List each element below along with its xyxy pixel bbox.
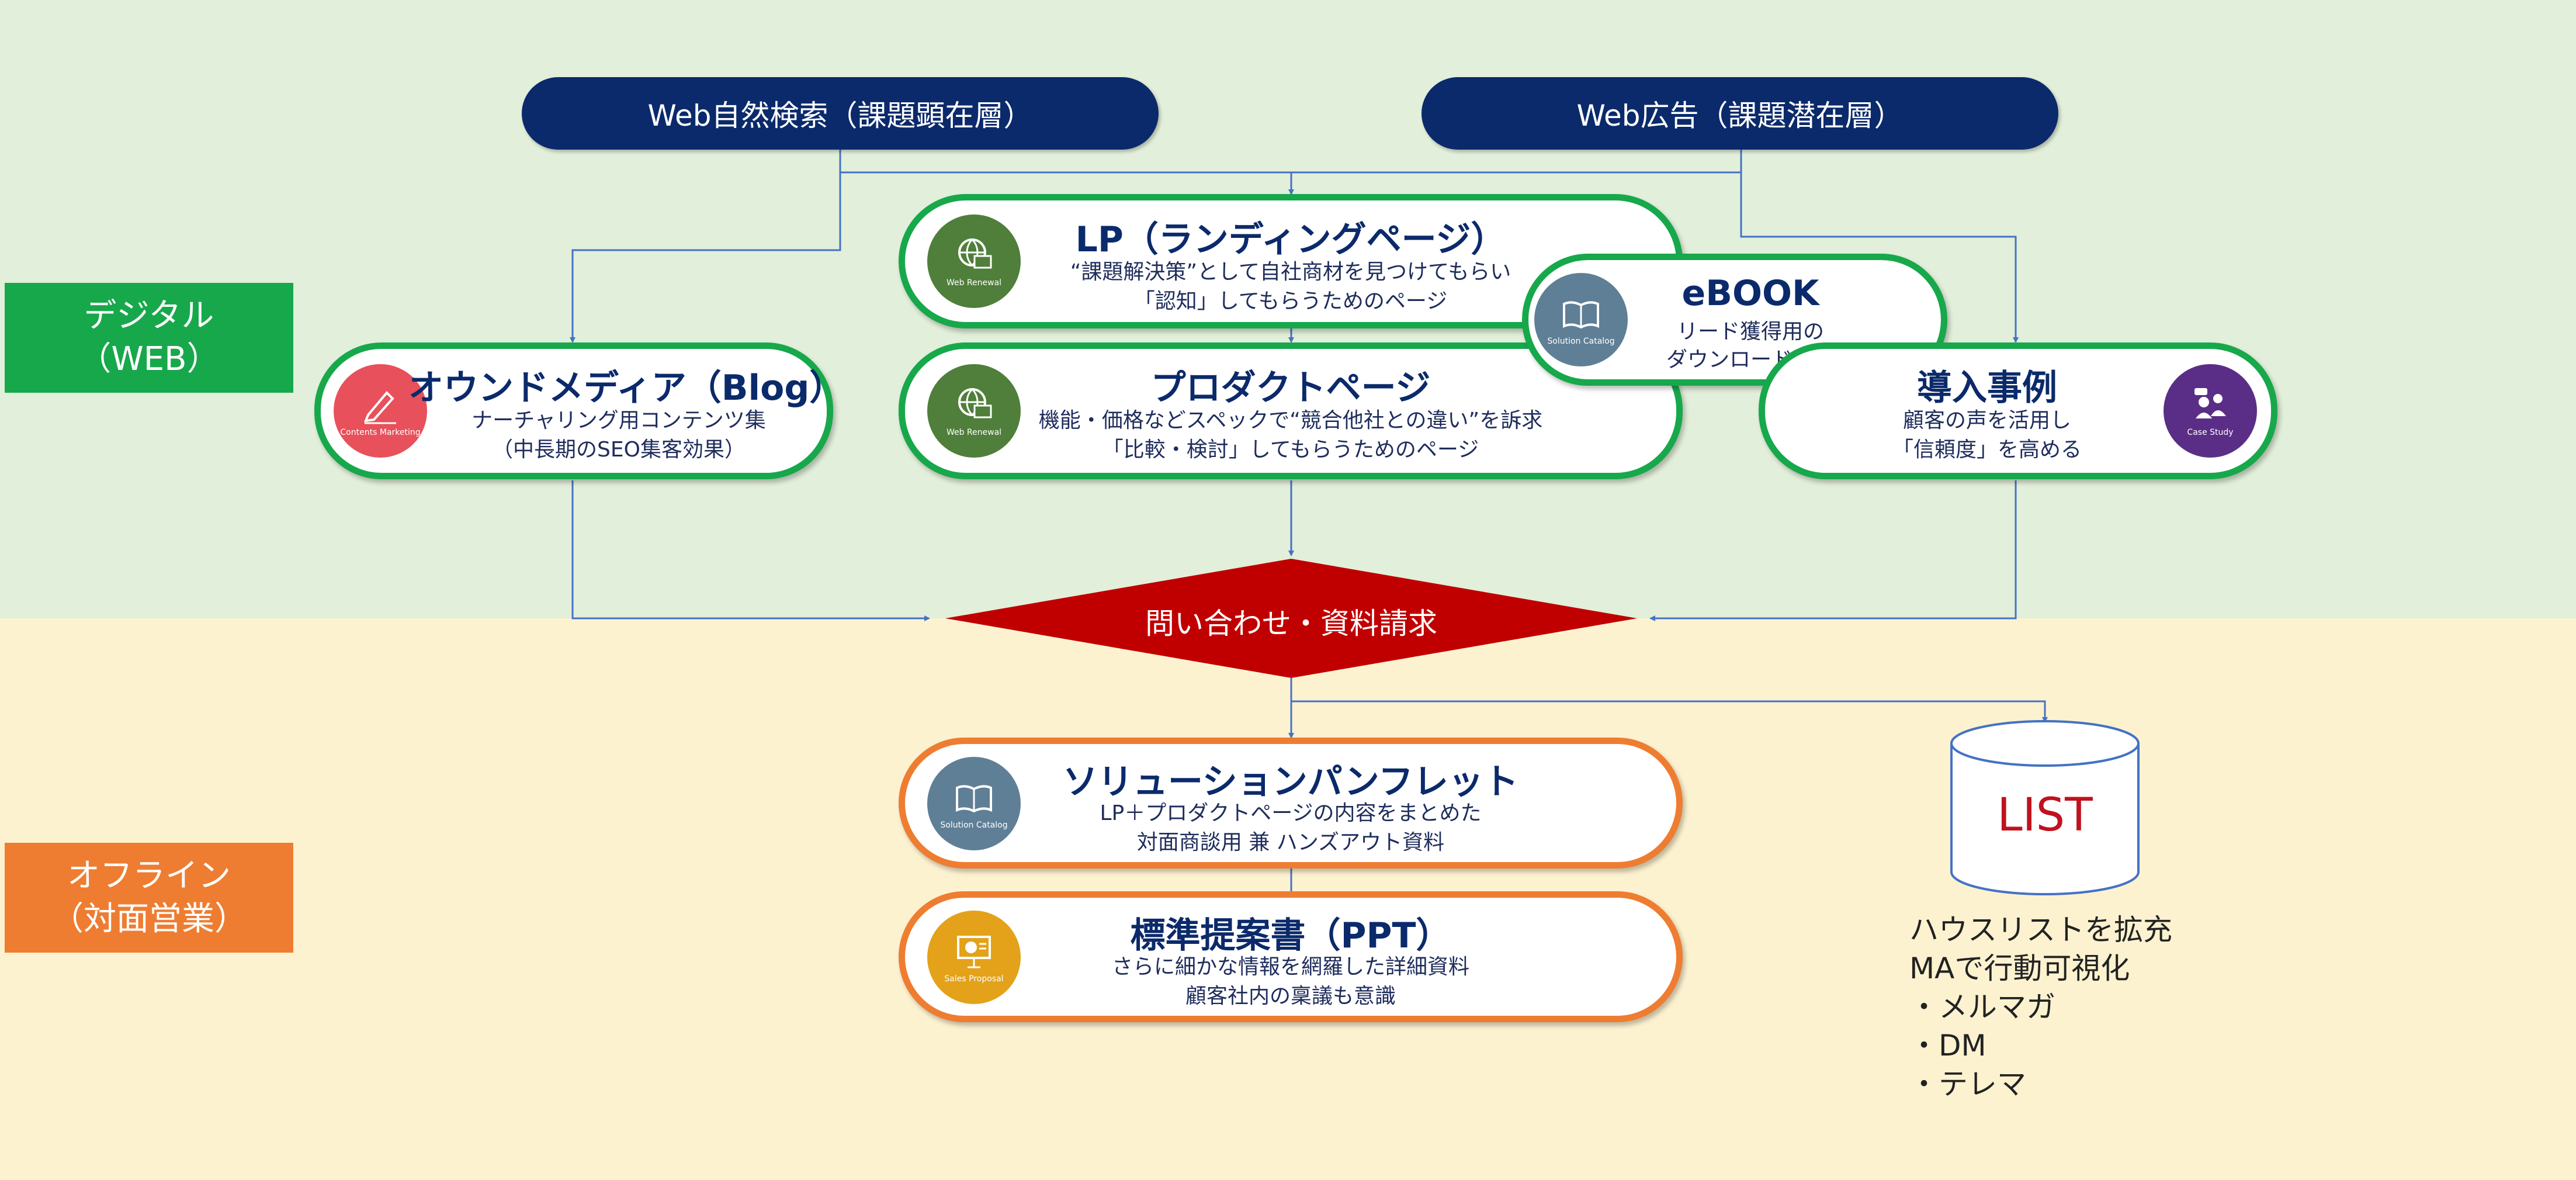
case-badge-caption: Case Study xyxy=(2187,428,2234,437)
ebook-badge-caption: Solution Catalog xyxy=(1547,337,1615,346)
inquiry-label: 問い合わせ・資料請求 xyxy=(1145,607,1437,641)
list-notes: ハウスリストを拡充 MAで行動可視化 ・メルマガ ・DM ・テレマ xyxy=(1909,911,2172,1103)
web-renewal-badge-2: Web Renewal xyxy=(927,364,1021,458)
list-note-line2: MAで行動可視化 xyxy=(1909,951,2130,985)
lp-title: LP（ランディングページ） xyxy=(1075,219,1506,260)
sales-proposal-badge: Sales Proposal xyxy=(927,911,1021,1004)
digital-label-line2: （WEB） xyxy=(78,340,220,378)
case-study-badge: Case Study xyxy=(2164,364,2257,458)
proposal-desc-line2: 顧客社内の稟議も意識 xyxy=(1185,984,1396,1008)
ebook-node: Solution Catalog eBOOK リード獲得用の ダウンロード冊子 xyxy=(1522,254,1947,386)
pamphlet-badge-caption: Solution Catalog xyxy=(940,821,1008,830)
owned-media-desc-line1: ナーチャリング用コンテンツ集 xyxy=(471,409,766,432)
pamphlet-desc-line1: LP＋プロダクトページの内容をまとめた xyxy=(1100,801,1482,825)
product-page-desc-line1: 機能・価格などスペックで“競合他社との違い”を訴求 xyxy=(1038,409,1543,432)
owned-badge-caption: Contents Marketing xyxy=(340,428,421,437)
lp-desc-line1: “課題解決策”として自社商材を見つけてもらい xyxy=(1070,260,1511,284)
list-note-line1: ハウスリストを拡充 xyxy=(1909,913,2172,947)
web-ads-source: Web広告（課題潜在層） xyxy=(1422,77,2058,150)
list-cylinder xyxy=(1950,720,2140,895)
solution-catalog-badge: Solution Catalog xyxy=(1534,273,1628,366)
lp-badge-caption: Web Renewal xyxy=(946,278,1002,288)
lp-desc-line2: 「認知」してもらうためのページ xyxy=(1133,289,1448,313)
offline-label-line2: （対面営業） xyxy=(51,900,247,938)
list-note-line5: ・テレマ xyxy=(1909,1067,2026,1101)
people-icon xyxy=(2194,388,2226,418)
owned-media-node: Contents Marketing オウンドメディア（Blog） ナーチャリン… xyxy=(314,342,845,479)
contents-marketing-badge: Contents Marketing xyxy=(334,364,427,458)
offline-section-label: オフライン （対面営業） xyxy=(5,843,293,953)
case-study-node: 導入事例 顧客の声を活用し 「信頼度」を高める Case Study xyxy=(1759,342,2277,479)
ebook-title: eBOOK xyxy=(1681,273,1819,314)
web-renewal-badge: Web Renewal xyxy=(927,214,1021,308)
pencil-icon xyxy=(363,391,396,424)
globe-monitor-icon xyxy=(958,238,992,269)
solution-catalog-badge-2: Solution Catalog xyxy=(927,757,1021,850)
book-icon xyxy=(1563,301,1599,329)
digital-label-line1: デジタル xyxy=(84,297,214,335)
list-note-line4: ・DM xyxy=(1909,1029,1986,1063)
offline-label-line1: オフライン xyxy=(67,857,231,895)
case-study-title: 導入事例 xyxy=(1917,368,2057,409)
organic-search-source: Web自然検索（課題顕在層） xyxy=(522,77,1159,150)
proposal-node: Sales Proposal 標準提案書（PPT） さらに細かな情報を網羅した詳… xyxy=(899,891,1683,1022)
pamphlet-node: Solution Catalog ソリューションパンフレット LP＋プロダクトペ… xyxy=(899,738,1683,868)
owned-media-title: オウンドメディア（Blog） xyxy=(408,368,845,409)
connector-organic-to-lp xyxy=(840,171,1294,195)
connector-inquiry-to-list xyxy=(1291,700,2048,723)
connector-organic-to-owned xyxy=(570,146,841,343)
product-page-desc-line2: 「比較・検討」してもらうためのページ xyxy=(1102,438,1479,462)
case-study-desc-line1: 顧客の声を活用し xyxy=(1902,409,2071,432)
ebook-desc-line1: リード獲得用の xyxy=(1676,320,1824,344)
pamphlet-desc-line2: 対面商談用 兼 ハンズアウト資料 xyxy=(1136,831,1445,854)
web-ads-label: Web広告（課題潜在層） xyxy=(1576,99,1904,133)
product-badge-caption: Web Renewal xyxy=(946,428,1002,437)
list-note-line3: ・メルマガ xyxy=(1909,990,2055,1024)
book-icon xyxy=(956,785,992,813)
product-page-title: プロダクトページ xyxy=(1150,368,1431,409)
proposal-desc-line1: さらに細かな情報を網羅した詳細資料 xyxy=(1111,955,1469,979)
globe-monitor-icon xyxy=(958,388,992,418)
inquiry-diamond xyxy=(945,559,1637,678)
organic-search-label: Web自然検索（課題顕在層） xyxy=(647,99,1033,133)
product-page-node: Web Renewal プロダクトページ 機能・価格などスペックで“競合他社との… xyxy=(899,342,1683,479)
owned-media-desc-line2: （中長期のSEO集客効果） xyxy=(492,438,746,462)
proposal-title: 標準提案書（PPT） xyxy=(1130,915,1451,956)
digital-section-label: デジタル （WEB） xyxy=(5,283,293,393)
presentation-icon xyxy=(957,936,991,968)
pamphlet-title: ソリューションパンフレット xyxy=(1063,762,1518,802)
connector-case-to-inquiry xyxy=(1649,480,2017,621)
case-study-desc-line2: 「信頼度」を高める xyxy=(1892,438,2082,462)
connector-ads-to-case xyxy=(1740,172,2019,343)
proposal-badge-caption: Sales Proposal xyxy=(944,974,1004,984)
connector-owned-to-inquiry xyxy=(571,480,930,621)
connector-ads-to-lp xyxy=(1291,146,1742,174)
list-label: LIST xyxy=(1997,789,2093,842)
